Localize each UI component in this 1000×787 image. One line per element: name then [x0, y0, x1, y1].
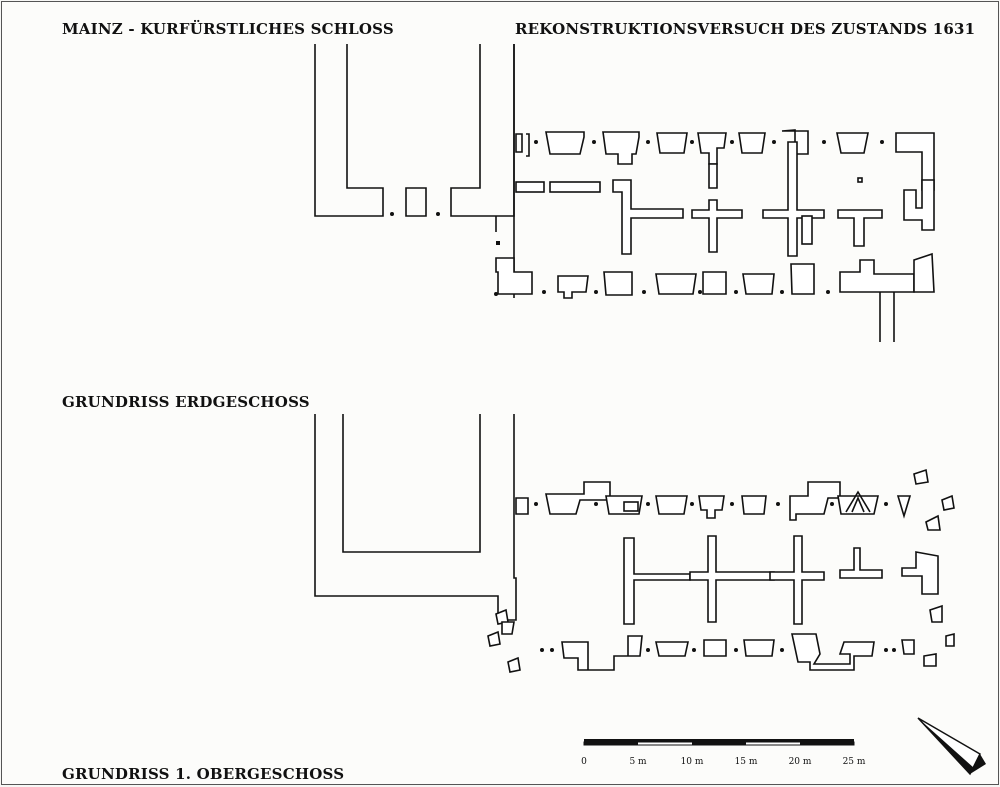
drawing-subtitle: REKONSTRUKTIONSVERSUCH DES ZUSTANDS 1631: [515, 20, 976, 38]
scale-tick-label: 20 m: [789, 757, 812, 767]
north-arrow-icon: [917, 717, 986, 776]
ground-floor-interior-walls: [515, 141, 935, 257]
ground-floor-north-facade: [515, 129, 935, 191]
ground-floor-plan: [314, 44, 935, 342]
scale-tick-label: 0: [581, 757, 587, 767]
scale-tick-label: 15 m: [735, 757, 758, 767]
ground-floor-label: GRUNDRISS ERDGESCHOSS: [62, 393, 310, 411]
scale-tick-label: 10 m: [681, 757, 704, 767]
upper-floor-corner-fragments: [487, 468, 955, 673]
scale-tick-label: 5 m: [629, 757, 647, 767]
upper-floor-south-facade: [561, 633, 915, 671]
upper-floor-interior-walls: [623, 535, 939, 625]
upper-floor-plan: [314, 414, 955, 673]
ground-floor-old-wing: [314, 44, 515, 217]
upper-floor-label: GRUNDRISS 1. OBERGESCHOSS: [62, 765, 345, 783]
drawing-title: MAINZ - KURFÜRSTLICHES SCHLOSS: [62, 20, 394, 38]
ground-floor-facade-dots: [390, 140, 884, 296]
upper-floor-old-wing: [314, 414, 517, 621]
scale-bar: 0 5 m 10 m 15 m 20 m 25 m: [581, 739, 866, 767]
scale-tick-label: 25 m: [843, 757, 866, 767]
ground-floor-south-facade: [495, 252, 935, 342]
upper-floor-north-facade: [515, 481, 912, 521]
upper-floor-facade-dots: [534, 502, 896, 652]
